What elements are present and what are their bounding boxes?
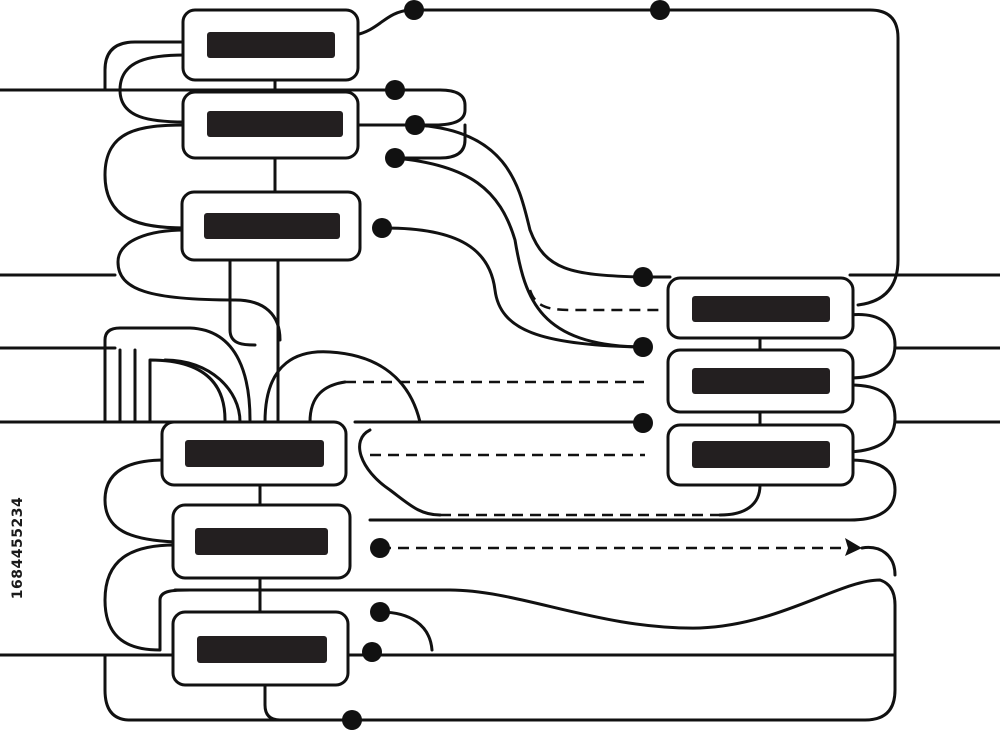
left-outer-loop bbox=[103, 40, 187, 92]
node-dot bbox=[633, 337, 653, 357]
node-dot bbox=[633, 413, 653, 433]
module-6 bbox=[171, 610, 350, 687]
module-bar bbox=[207, 111, 343, 137]
modules bbox=[160, 8, 855, 687]
stock-id-label: 1684455234 bbox=[10, 496, 26, 600]
node-dot bbox=[633, 267, 653, 287]
left-loop-c bbox=[116, 228, 282, 342]
right-loop-a bbox=[848, 313, 897, 380]
wire-out-3 bbox=[383, 226, 642, 349]
node-dot bbox=[385, 148, 405, 168]
module-bar bbox=[195, 528, 328, 555]
module-3 bbox=[180, 190, 362, 262]
left-loop-a bbox=[118, 53, 187, 124]
wire-out-2a bbox=[338, 88, 467, 127]
wire-dashed-1 bbox=[528, 289, 665, 312]
node-dot bbox=[362, 642, 382, 662]
arch-2 bbox=[308, 380, 347, 424]
wire-long-2 bbox=[393, 156, 642, 349]
node-dot bbox=[372, 218, 392, 238]
top-loop bbox=[353, 8, 900, 307]
node-dot bbox=[342, 710, 362, 730]
module-7 bbox=[666, 276, 855, 340]
arrow-head bbox=[845, 538, 862, 556]
node-dot bbox=[370, 602, 390, 622]
bundle-5 bbox=[163, 358, 242, 424]
right-loop-c bbox=[368, 458, 897, 522]
bundle-1 bbox=[103, 326, 252, 424]
module-bar bbox=[207, 32, 335, 58]
module-bar bbox=[185, 440, 324, 467]
left-loop-e bbox=[103, 543, 192, 652]
module-1 bbox=[181, 8, 360, 82]
node-dot bbox=[370, 538, 390, 558]
node-dots bbox=[342, 0, 670, 730]
wire-out-2b bbox=[393, 123, 467, 160]
module-bar bbox=[197, 636, 327, 663]
bottom-drop bbox=[263, 683, 282, 722]
lower-wire-s bbox=[358, 428, 442, 517]
node-dot bbox=[385, 80, 405, 100]
right-down-wire bbox=[718, 483, 762, 517]
module-9 bbox=[666, 423, 855, 487]
left-loop-f bbox=[103, 578, 897, 722]
arrow-return bbox=[860, 545, 897, 577]
module-bar bbox=[692, 296, 830, 322]
left-loop-b bbox=[103, 123, 187, 230]
module-bar bbox=[692, 368, 830, 394]
arch-1 bbox=[263, 350, 422, 424]
horizontal-rails bbox=[0, 88, 1000, 657]
right-loop-b bbox=[848, 383, 897, 454]
module-8 bbox=[666, 348, 855, 414]
node-dot bbox=[650, 0, 670, 20]
module-5 bbox=[171, 503, 352, 580]
drop-wire-1 bbox=[228, 258, 257, 347]
node-dot bbox=[405, 115, 425, 135]
module-bar bbox=[692, 441, 830, 468]
module-4 bbox=[160, 420, 348, 487]
left-loop-d bbox=[103, 458, 177, 544]
connection-wires bbox=[103, 8, 900, 722]
bundle-4 bbox=[148, 358, 227, 424]
node-dot bbox=[404, 0, 424, 20]
module-2 bbox=[181, 90, 360, 160]
module-bar bbox=[204, 213, 340, 239]
wire-long-1 bbox=[413, 123, 672, 279]
